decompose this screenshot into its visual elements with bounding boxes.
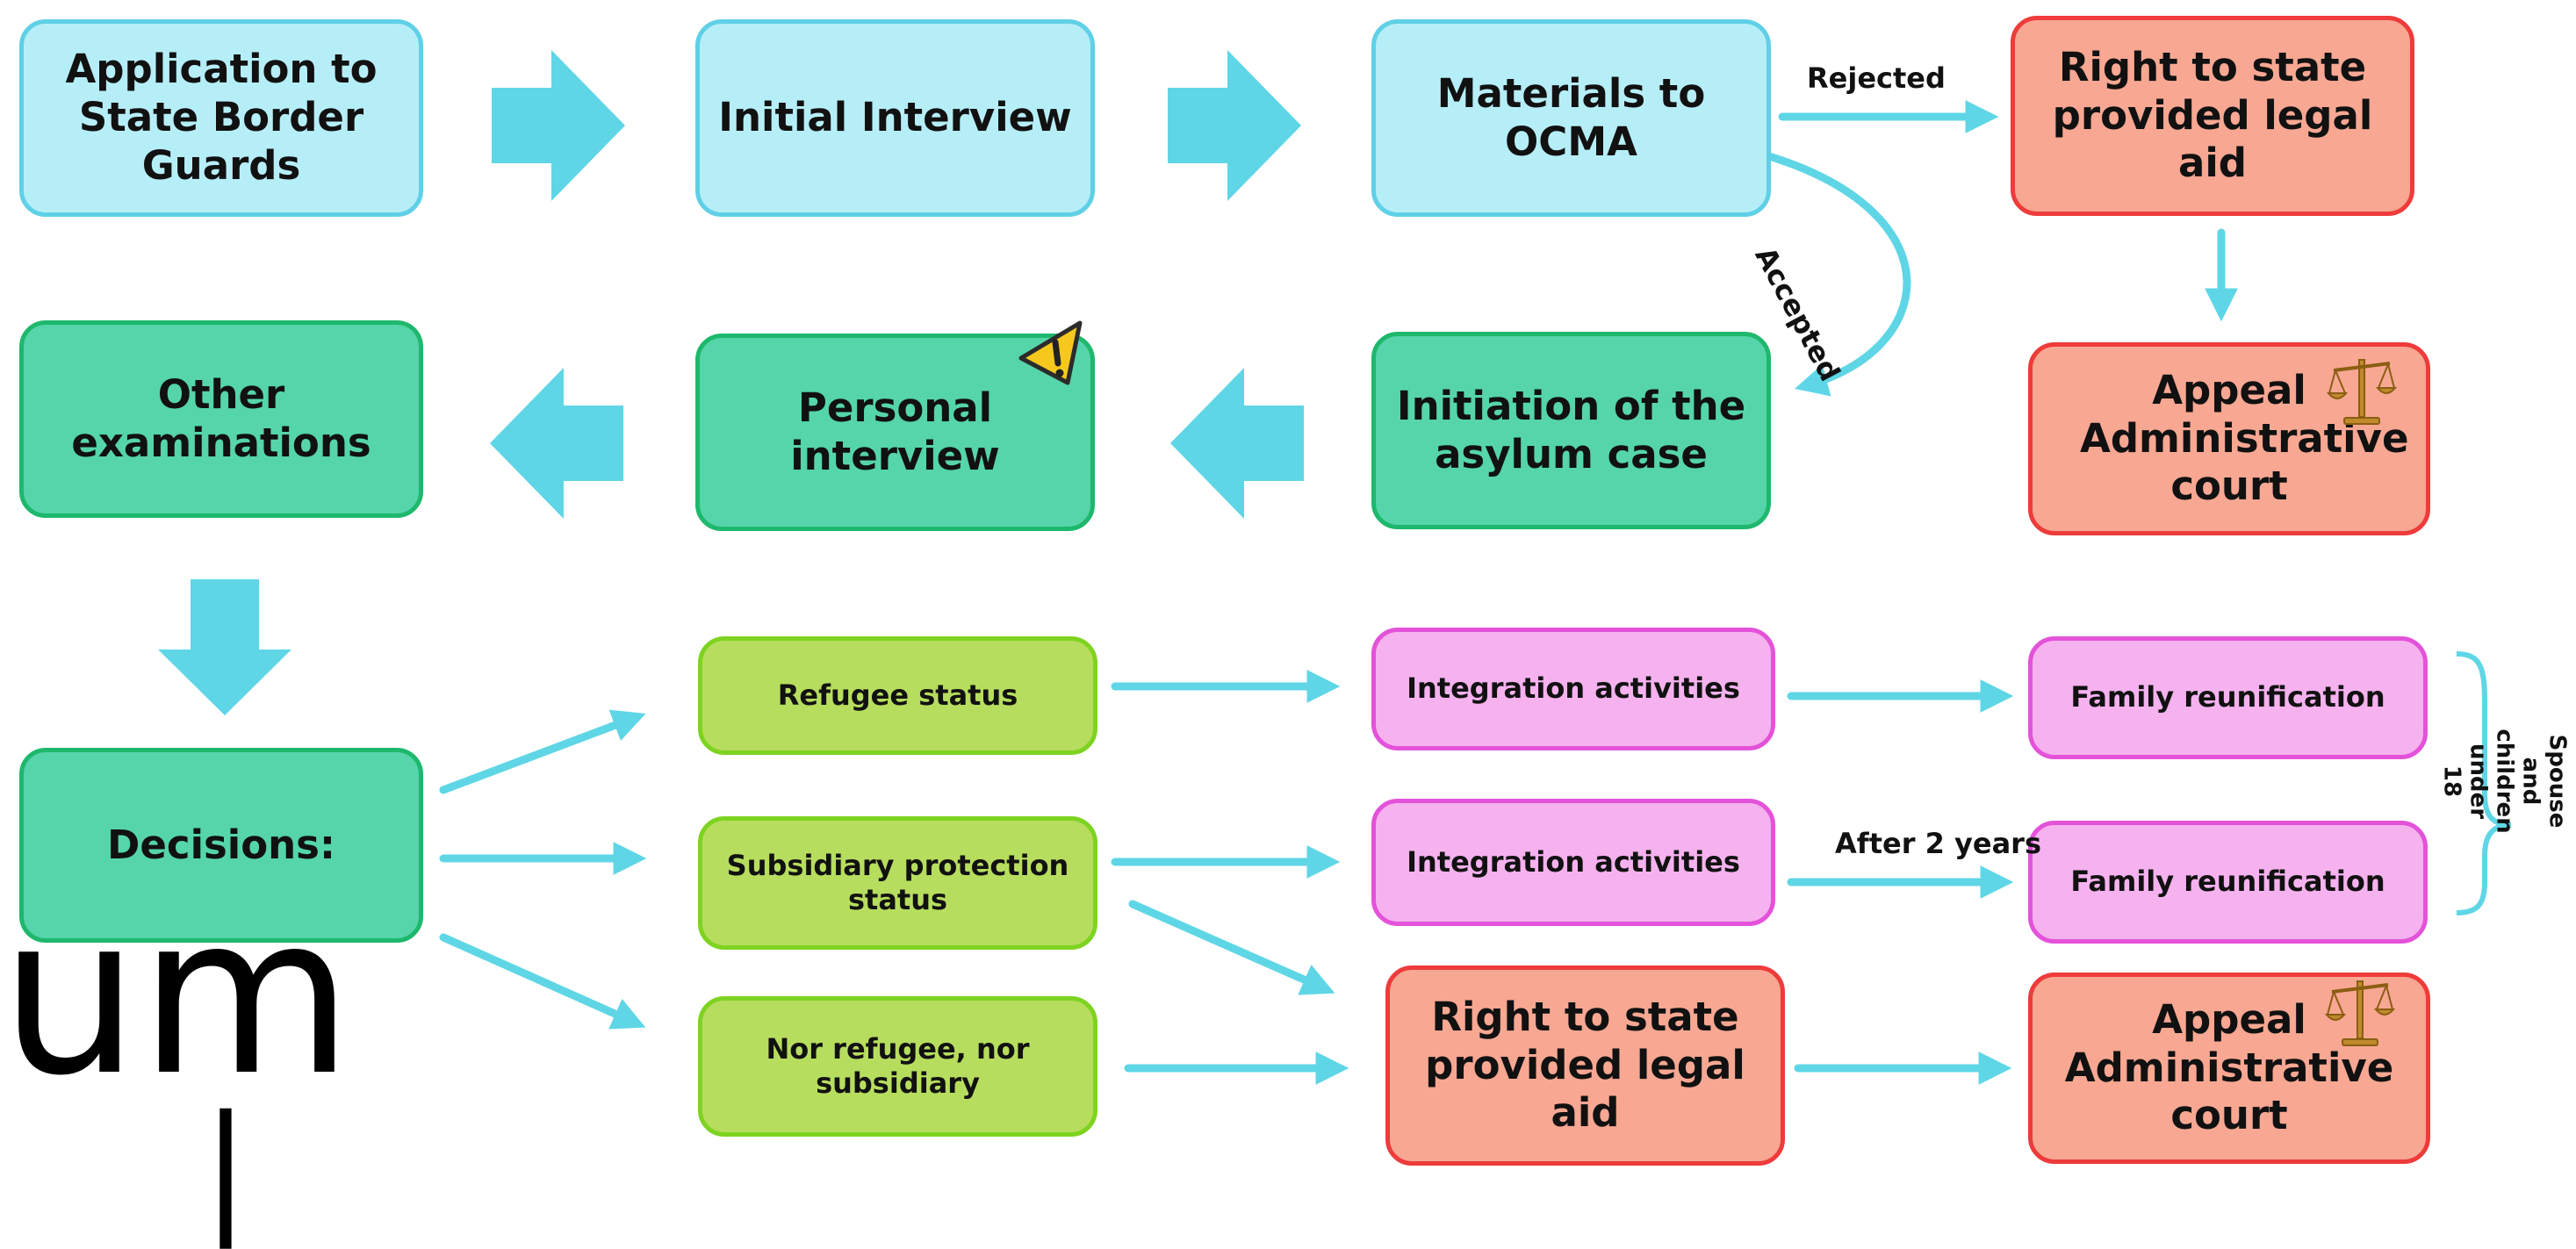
label-after-2-years: After 2 years [1835, 827, 2041, 860]
node-application-label: Application to State Border Guards [65, 46, 378, 189]
node-other-examinations-label: Other examinations [71, 370, 371, 466]
warning-icon [1018, 320, 1083, 385]
block-arrow-down [158, 579, 291, 715]
node-appeal-bottom-label: Appeal Administrative court [2064, 995, 2394, 1139]
arrow-accepted [1765, 152, 1911, 397]
scales-of-justice-icon [2327, 359, 2397, 425]
node-materials-ocma-label: Materials to OCMA [1436, 69, 1706, 165]
arrow-subsidiary-legal-aid [1128, 900, 1335, 995]
node-integration-2-label: Integration activities [1407, 844, 1740, 879]
node-application: Application to State Border Guards [19, 19, 423, 217]
node-initiation-label: Initiation of the asylum case [1396, 382, 1746, 477]
node-initial-interview: Initial Interview [695, 19, 1095, 217]
node-nor-refugee-label: Nor refugee, nor subsidiary [766, 1031, 1030, 1100]
curly-brace [2456, 651, 2512, 915]
asylum-process-diagram: um | [0, 16, 2571, 1238]
block-arrow-left-2 [1170, 368, 1304, 519]
node-integration-1: Integration activities [1371, 628, 1775, 750]
node-initial-interview-label: Initial Interview [718, 94, 1072, 141]
node-materials-ocma: Materials to OCMA [1371, 19, 1771, 217]
block-arrow-right-2 [1168, 50, 1301, 201]
block-arrow-right-1 [492, 50, 625, 201]
node-subsidiary-status-label: Subsidiary protection status [726, 848, 1069, 916]
node-right-legal-aid-top: Right to state provided legal aid [2011, 16, 2414, 216]
node-family-1: Family reunification [2028, 636, 2428, 759]
node-decisions: Decisions: [19, 748, 423, 943]
node-family-2: Family reunification [2028, 821, 2428, 944]
node-family-2-label: Family reunification [2070, 865, 2385, 899]
node-family-1-label: Family reunification [2070, 680, 2385, 714]
node-personal-interview: Personal interview [695, 334, 1095, 531]
node-integration-1-label: Integration activities [1407, 671, 1740, 706]
node-refugee-status: Refugee status [698, 636, 1097, 755]
block-arrow-left-1 [490, 368, 623, 519]
node-other-examinations: Other examinations [19, 320, 423, 518]
node-refugee-status-label: Refugee status [777, 678, 1018, 712]
node-right-legal-aid-bottom-label: Right to state provided legal aid [1425, 993, 1745, 1137]
node-initiation: Initiation of the asylum case [1371, 332, 1771, 529]
node-personal-interview-label: Personal interview [790, 384, 1000, 479]
node-integration-2: Integration activities [1371, 799, 1775, 926]
arrow-decisions-nor [439, 933, 646, 1030]
node-subsidiary-status: Subsidiary protection status [698, 816, 1097, 950]
node-right-legal-aid-bottom: Right to state provided legal aid [1385, 965, 1785, 1166]
node-right-legal-aid-top-label: Right to state provided legal aid [2052, 43, 2373, 187]
node-nor-refugee: Nor refugee, nor subsidiary [698, 996, 1097, 1137]
label-spouse-children: Spouse and children under 18 [2438, 729, 2571, 834]
label-rejected: Rejected [1807, 61, 1946, 95]
node-decisions-label: Decisions: [107, 821, 335, 868]
arrow-decisions-refugee [439, 709, 646, 794]
label-spouse-children-text: Spouse and children under 18 [2439, 729, 2571, 834]
scales-of-justice-icon [2325, 980, 2395, 1046]
connector-layer [158, 50, 2512, 1085]
node-appeal-top: Appeal Administrative court [2028, 342, 2430, 535]
